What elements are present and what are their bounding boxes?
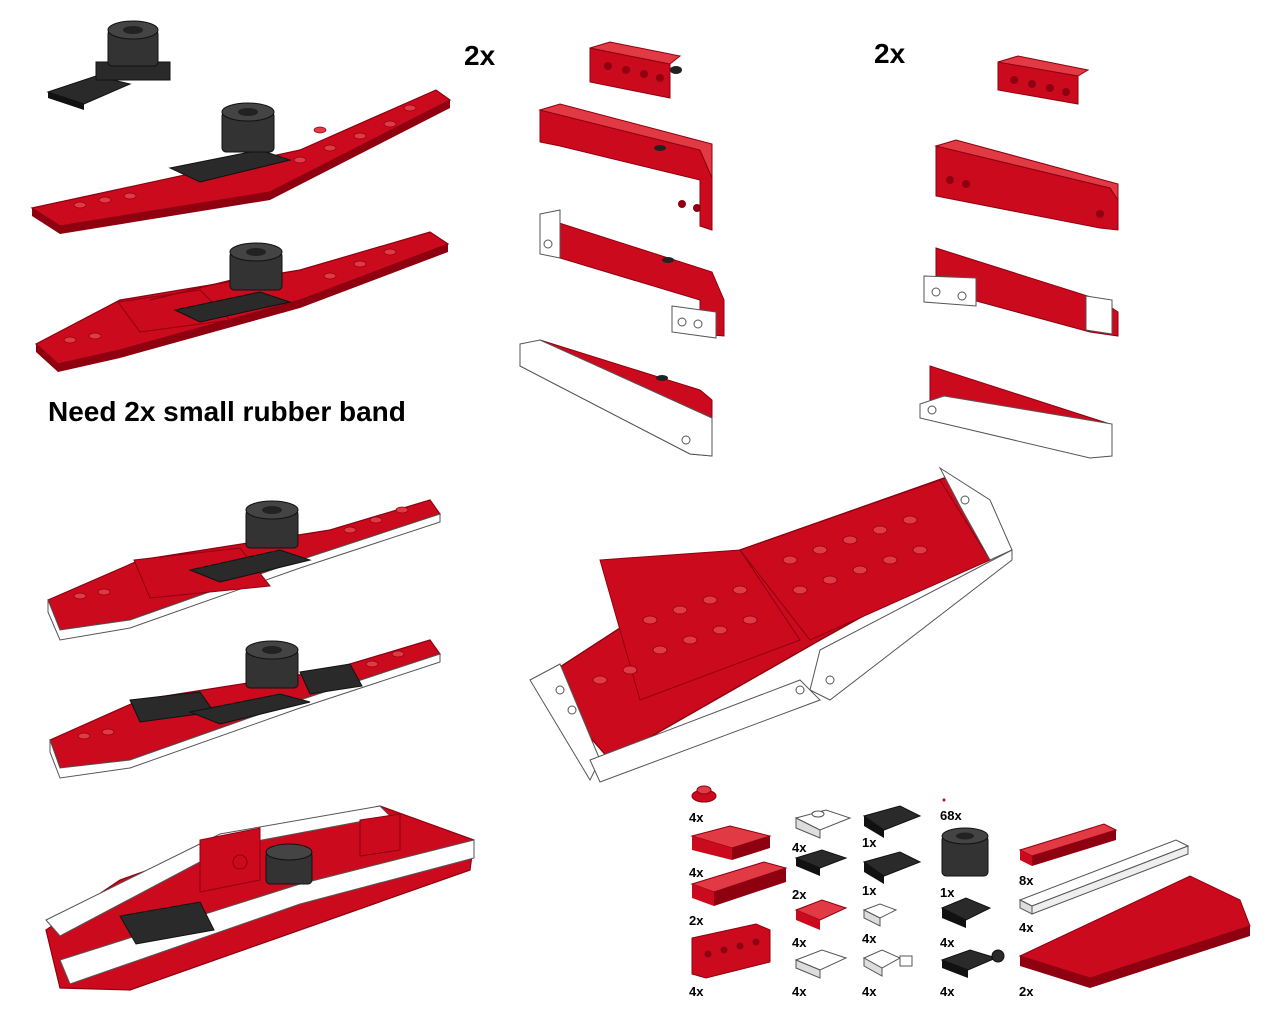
count-tile-1x8-white: 4x bbox=[1019, 920, 1033, 935]
part-hinge-plate-black-b bbox=[864, 852, 920, 884]
step1-assembly bbox=[48, 21, 170, 110]
part-plate-1x2-red bbox=[796, 900, 846, 930]
part-pin-red bbox=[943, 799, 946, 802]
count-hinge-plate-black-a: 1x bbox=[862, 835, 876, 850]
rubber-band-note: Need 2x small rubber band bbox=[48, 396, 406, 428]
count-plate-1x4-red: 2x bbox=[689, 913, 703, 928]
final-assembly bbox=[530, 468, 1012, 782]
part-round-plate-red bbox=[692, 786, 716, 802]
part-bracket-red bbox=[692, 924, 770, 978]
part-tile-1x4-red bbox=[1020, 824, 1116, 866]
step4-assembly bbox=[48, 500, 440, 640]
count-plate-1x2-red: 4x bbox=[792, 935, 806, 950]
part-plate-clip-black bbox=[942, 950, 1004, 978]
count-wedge-plate-red: 2x bbox=[1019, 984, 1033, 999]
count-plate-1x2-black: 2x bbox=[792, 887, 806, 902]
column-a-steps bbox=[520, 42, 724, 456]
part-round-brick-black bbox=[942, 828, 988, 876]
count-plate-1x1-white: 4x bbox=[862, 931, 876, 946]
multiplier-label-left: 2x bbox=[464, 40, 495, 72]
count-clip-1x1-white: 4x bbox=[862, 984, 876, 999]
count-clip-plate-white: 4x bbox=[792, 840, 806, 855]
step6-assembly bbox=[46, 806, 474, 990]
part-plate-2x2-red bbox=[692, 826, 770, 860]
count-hinge-plate-black-b: 1x bbox=[862, 883, 876, 898]
count-plate-1x2-white: 4x bbox=[792, 984, 806, 999]
part-plate-1x4-red bbox=[692, 862, 786, 906]
count-plate-2x2-round-black: 4x bbox=[940, 935, 954, 950]
count-tile-1x4-red: 8x bbox=[1019, 873, 1033, 888]
part-clip-plate-white bbox=[796, 810, 850, 838]
step5-assembly bbox=[50, 640, 440, 778]
step3-assembly bbox=[36, 232, 448, 372]
count-round-brick-black: 1x bbox=[940, 885, 954, 900]
count-pin-red: 68x bbox=[940, 808, 962, 823]
part-hinge-plate-black-a bbox=[864, 806, 920, 838]
count-plate-2x2-red: 4x bbox=[689, 865, 703, 880]
column-b-steps bbox=[920, 56, 1118, 458]
part-plate-1x1-white bbox=[864, 904, 896, 926]
step2-assembly bbox=[32, 90, 450, 234]
count-plate-clip-black: 4x bbox=[940, 984, 954, 999]
part-clip-1x1-white bbox=[864, 950, 912, 976]
multiplier-label-right: 2x bbox=[874, 38, 905, 70]
count-round-plate-red: 4x bbox=[689, 810, 703, 825]
parts-list-graphics bbox=[692, 786, 1250, 988]
count-bracket-red: 4x bbox=[689, 984, 703, 999]
part-plate-1x2-white bbox=[796, 950, 846, 978]
part-plate-2x2-round-black bbox=[942, 898, 990, 928]
